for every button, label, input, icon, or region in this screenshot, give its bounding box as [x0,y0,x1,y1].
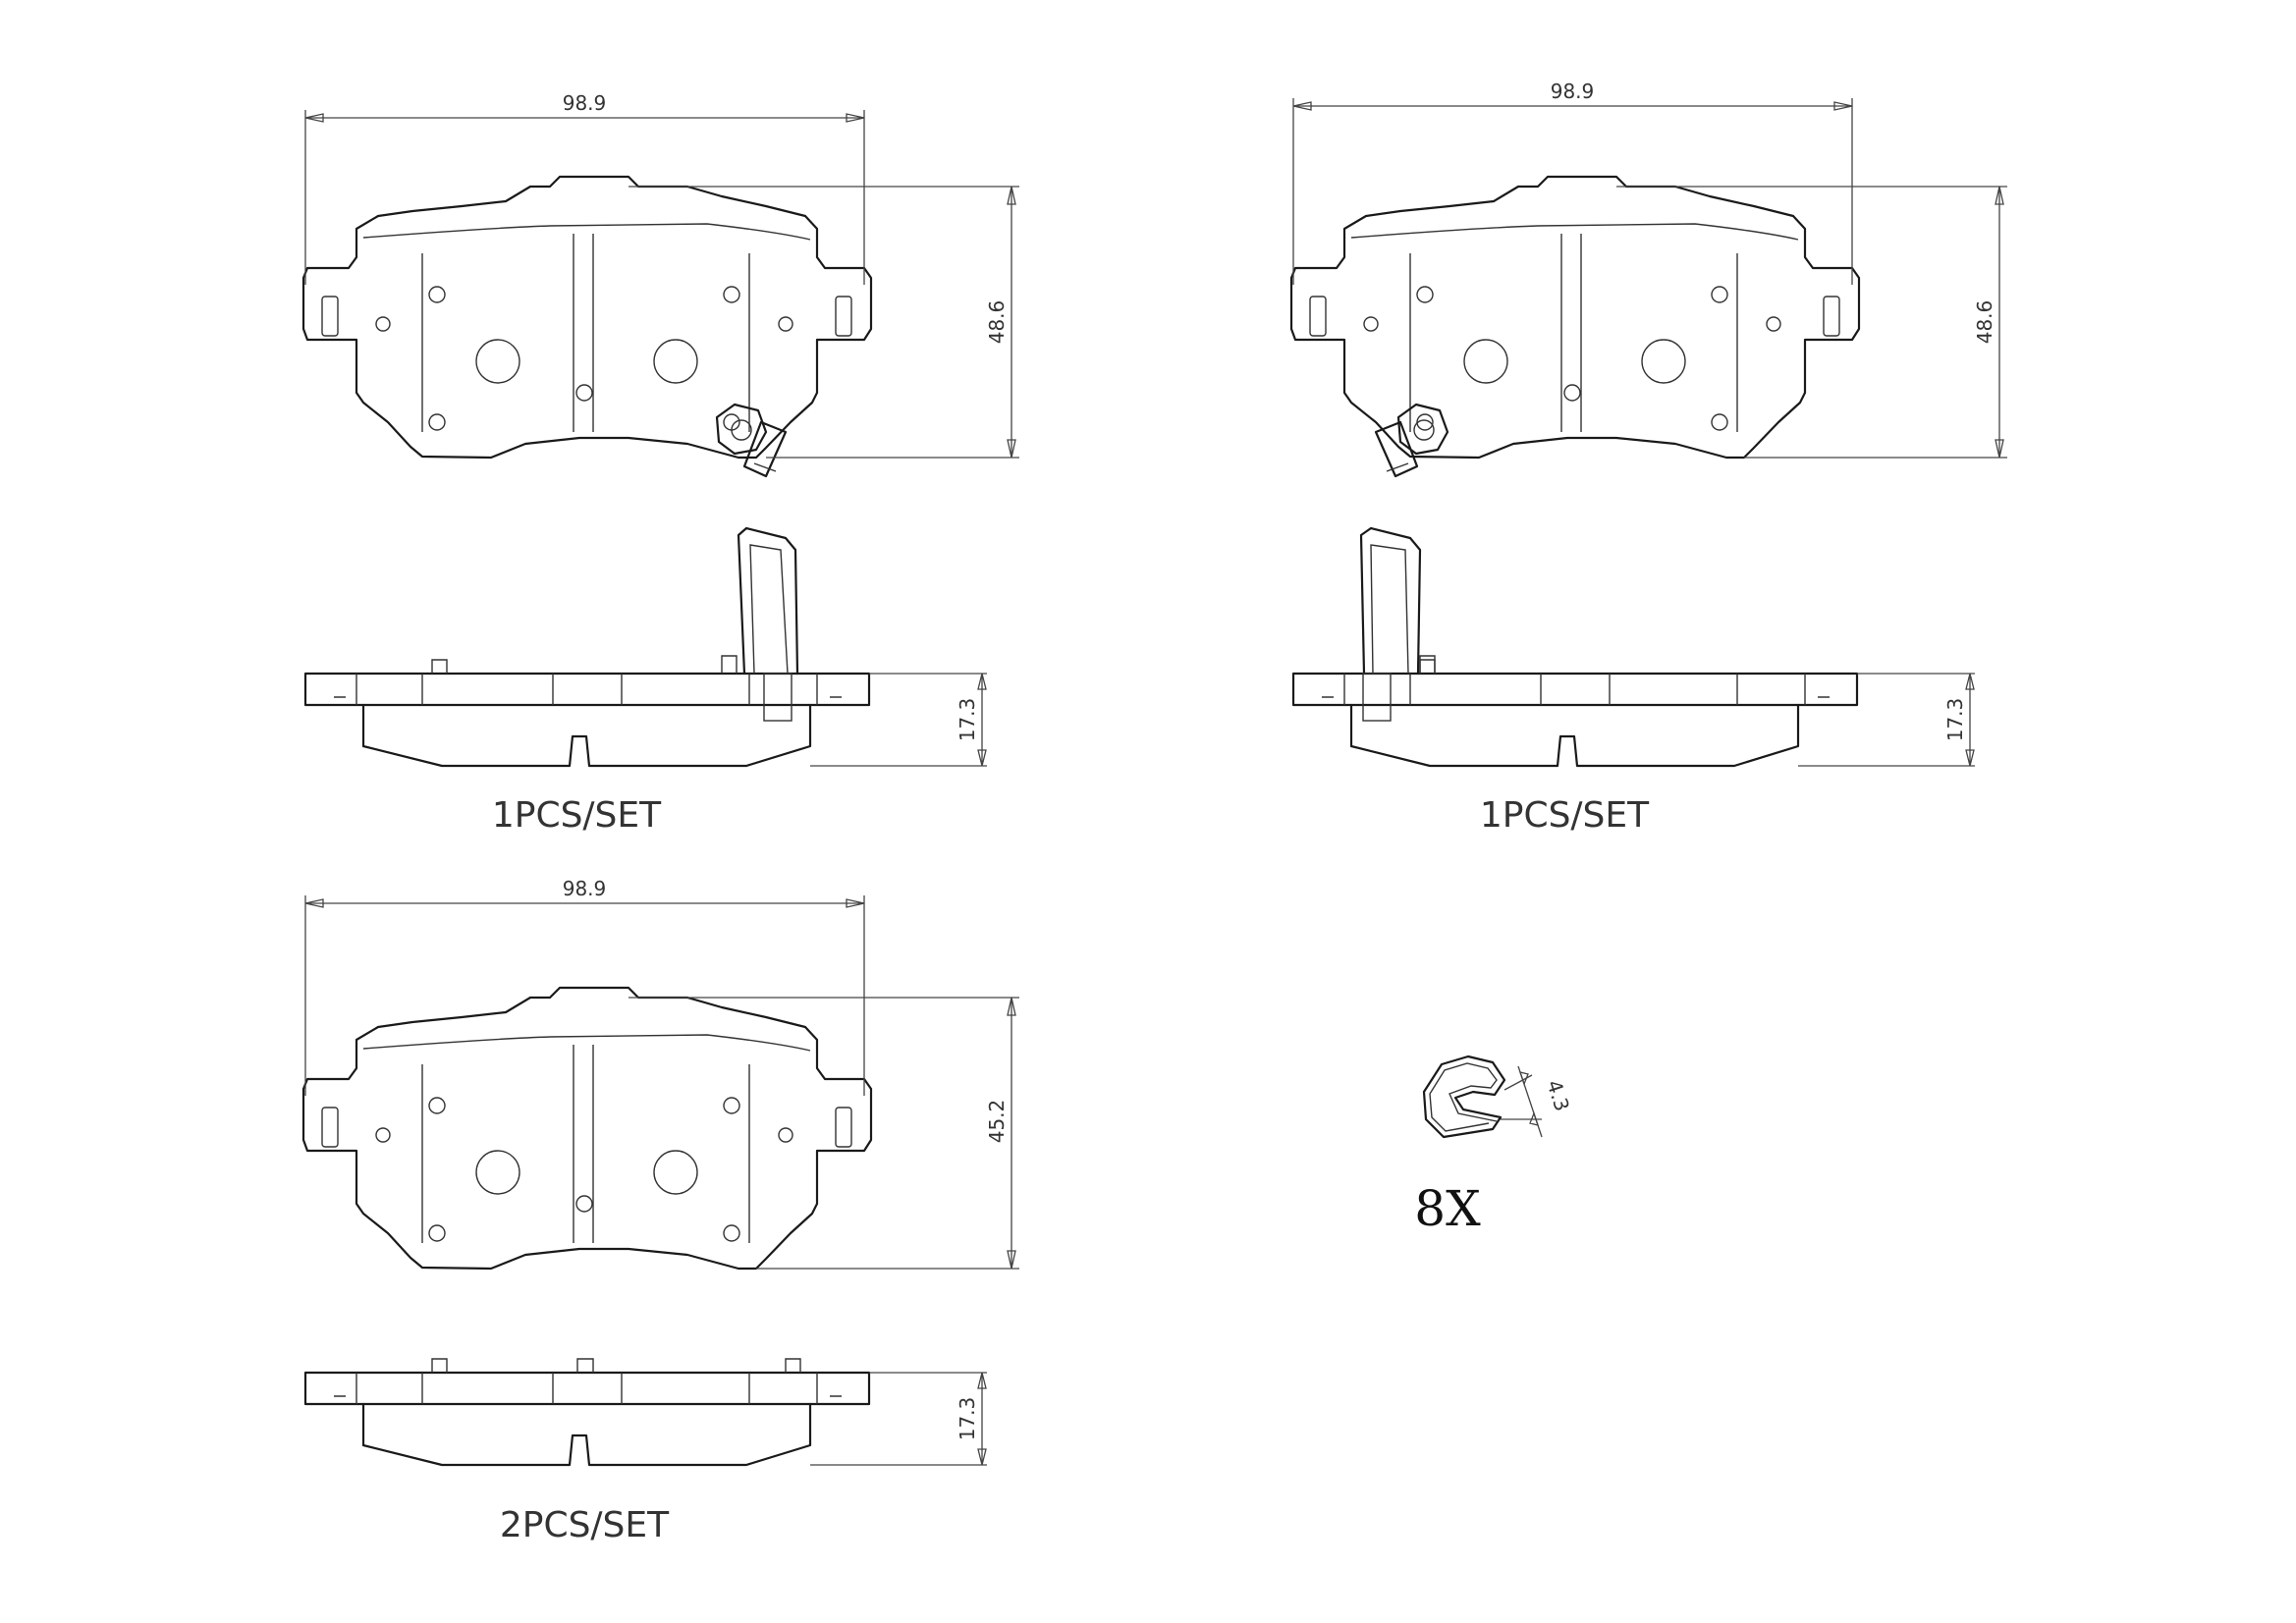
width-dimension-label: 98.9 [563,91,607,115]
height-dimension-label: 48.6 [985,300,1009,345]
pad-front-view [301,175,873,478]
sensor-clip-icon [1359,526,1436,722]
height-dimension-label: 48.6 [1973,300,1996,345]
height-dimension: 45.2 [629,997,1019,1270]
pad-side-view [303,526,871,768]
height-dimension-label: 45.2 [985,1100,1009,1144]
thickness-dimension-label: 17.3 [1943,698,1967,742]
clip-dimension: 4.3 [1501,1065,1574,1138]
set-quantity-caption: 2PCS/SET [500,1505,670,1545]
pad-front-view [301,986,873,1271]
width-dimension: 98.9 [304,877,865,1096]
width-dimension: 98.9 [1292,80,1853,285]
clip-icon [1422,1055,1506,1139]
thickness-dimension: 17.3 [1798,673,1975,767]
pad-with-sensor-left-drawing: 98.9 48.6 17.3 1PCS/SET [1289,80,2007,836]
width-dimension-label: 98.9 [1551,80,1595,103]
thickness-dimension-label: 17.3 [956,1397,979,1441]
width-dimension: 98.9 [304,91,865,285]
set-quantity-caption: 1PCS/SET [492,795,662,836]
width-dimension-label: 98.9 [563,877,607,900]
height-dimension: 48.6 [629,186,1019,459]
wear-sensor-icon [715,403,788,478]
thickness-dimension: 17.3 [810,1372,987,1466]
sensor-clip-icon [721,526,799,722]
pad-plain-drawing: 98.9 45.2 17.3 2PCS/SET [301,877,1019,1545]
clip-quantity-label: 8X [1414,1180,1481,1237]
clip-drawing: 4.3 8X [1414,1055,1574,1237]
clip-dimension-label: 4.3 [1542,1077,1574,1114]
set-quantity-caption: 1PCS/SET [1480,795,1650,836]
pad-front-view [1289,175,1861,478]
height-dimension: 48.6 [1616,186,2007,459]
thickness-dimension: 17.3 [810,673,987,767]
pad-side-view [1291,526,1859,768]
pad-with-sensor-right-drawing: 98.9 48.6 17.3 1PCS/SET [301,91,1019,836]
pad-side-view [303,1357,871,1467]
thickness-dimension-label: 17.3 [956,698,979,742]
wear-sensor-icon [1374,403,1449,478]
